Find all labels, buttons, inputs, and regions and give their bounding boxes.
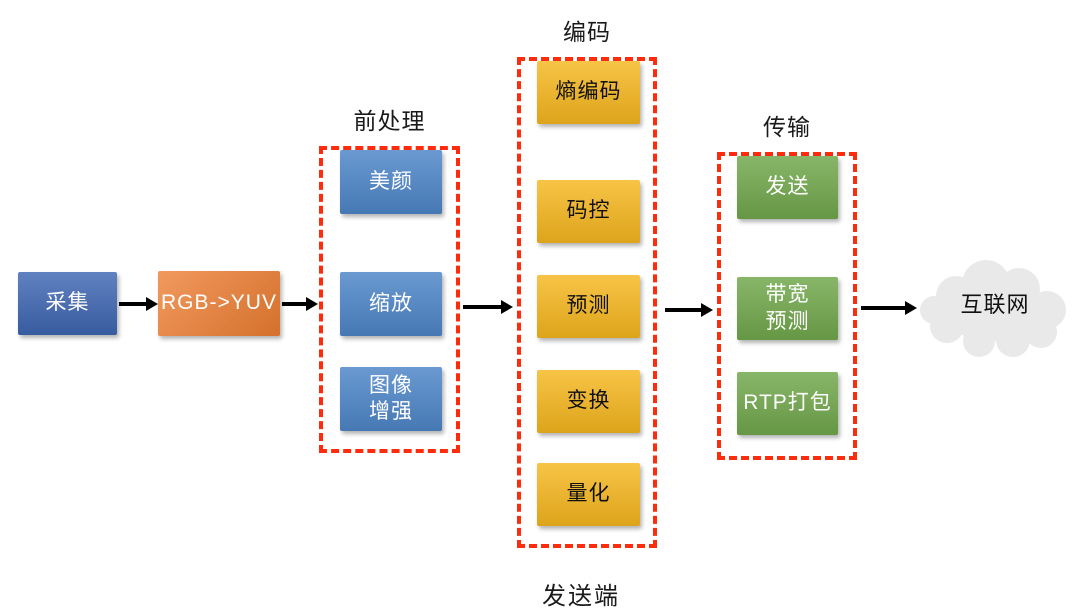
cloud-icon [920, 260, 1066, 357]
group-transport-title: 传输 [763, 114, 811, 140]
arrow-preprocess-to-encode [463, 300, 513, 314]
group-preprocess: 前处理 缩放 图像 增强 美颜 [319, 108, 460, 453]
arrow-transport-to-internet [861, 301, 917, 315]
arrow-rgb2yuv-to-preprocess [282, 297, 318, 311]
node-rtp-packaging: RTP打包 [737, 372, 838, 435]
node-scale: 缩放 [340, 272, 442, 336]
node-internet: 互联网 [960, 292, 1030, 317]
node-rgb2yuv: RGB->YUV [158, 271, 280, 336]
arrow-capture-to-rgb2yuv [119, 297, 158, 311]
group-transport: 传输 带宽 预测 RTP打包 发送 [717, 114, 857, 460]
node-entropy-coding: 熵编码 [537, 61, 640, 124]
node-transform: 变换 [537, 370, 640, 433]
node-quantization: 量化 [537, 463, 640, 526]
node-beauty: 美颜 [340, 150, 442, 214]
node-send: 发送 [737, 156, 838, 219]
node-image-enhance: 图像 增强 [340, 367, 442, 431]
node-capture: 采集 [18, 272, 117, 335]
internet-cloud: 互联网 [918, 256, 1072, 358]
node-bandwidth-prediction: 带宽 预测 [737, 277, 838, 340]
node-rate-control: 码控 [537, 180, 640, 243]
node-prediction: 预测 [537, 275, 640, 338]
group-preprocess-title: 前处理 [353, 108, 426, 134]
group-encode-title: 编码 [563, 19, 611, 45]
group-encode: 编码 码控 预测 变换 量化 熵编码 [517, 19, 657, 548]
sender-side-label: 发送端 [542, 583, 620, 610]
arrow-encode-to-transport [665, 303, 713, 317]
